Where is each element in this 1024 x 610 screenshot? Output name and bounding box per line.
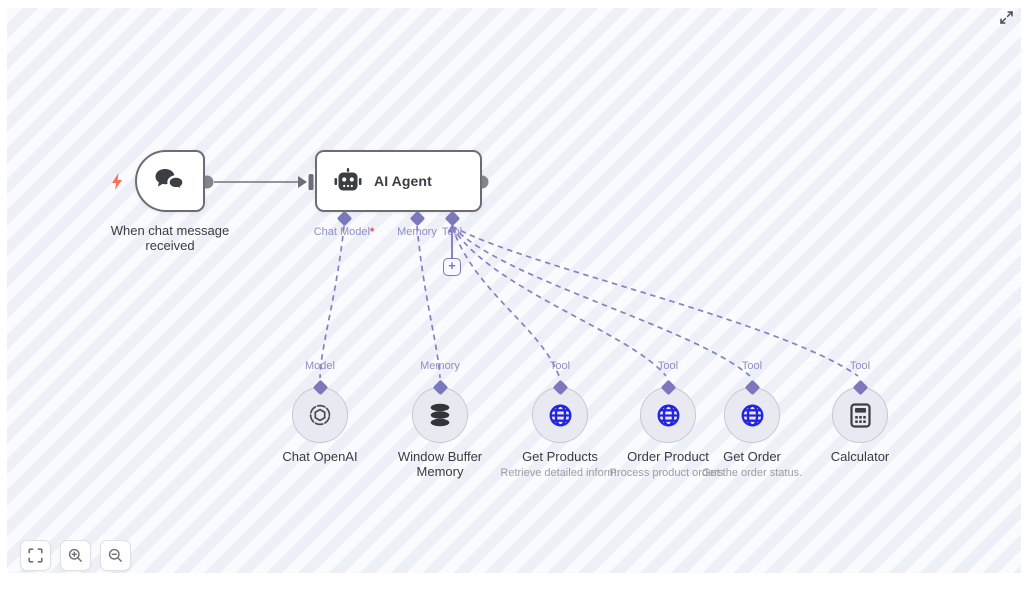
expand-icon (999, 10, 1014, 25)
connection-tool-to-orderproduct (451, 225, 667, 377)
order-product-subtitle: Process product orders. (609, 467, 727, 479)
canvas-zoom-toolbar (20, 540, 131, 571)
tool-port-label: Tool (441, 226, 463, 238)
zoom-in-icon (68, 548, 83, 563)
connection-memory-to-windowbuffer (416, 225, 441, 379)
node-window-buffer-memory: Memory Window Buffer Memory (380, 360, 500, 479)
globe-icon (739, 402, 766, 429)
robot-icon (333, 167, 363, 195)
fit-view-button[interactable] (20, 540, 51, 571)
node-order-product: Tool Order Product Process product order… (608, 360, 728, 479)
order-product-title: Order Product (627, 449, 709, 464)
zoom-in-button[interactable] (60, 540, 91, 571)
add-tool-button[interactable]: + (443, 258, 461, 276)
connection-arrowhead-icon (298, 176, 307, 188)
trigger-node-label: When chat message received (110, 223, 230, 253)
tool-connector-label: Tool (657, 360, 679, 372)
calculator-node-circle[interactable] (832, 387, 888, 443)
node-get-order: Tool Get Order Get the order status. (692, 360, 812, 479)
node-chat-openai: Model Chat OpenAI (260, 360, 380, 464)
agent-port-tool: Tool (412, 210, 492, 238)
connection-tool-to-calculator (451, 225, 859, 377)
database-icon (428, 402, 452, 428)
tool-connector-handle[interactable] (444, 210, 460, 226)
get-products-title: Get Products (522, 449, 598, 464)
window-buffer-memory-node-circle[interactable] (412, 387, 468, 443)
expand-canvas-button[interactable] (993, 4, 1019, 30)
globe-icon (547, 402, 574, 429)
window-buffer-memory-title: Window Buffer Memory (397, 449, 483, 479)
node-ai-agent[interactable]: AI Agent (315, 150, 482, 212)
memory-port-label: Memory (397, 226, 437, 238)
get-order-title: Get Order (723, 449, 781, 464)
openai-icon (307, 402, 333, 428)
chat-model-connector-handle[interactable] (336, 210, 352, 226)
chat-openai-node-circle[interactable] (292, 387, 348, 443)
get-products-node-circle[interactable] (532, 387, 588, 443)
connection-tool-to-getorder (451, 225, 751, 377)
node-chat-trigger[interactable] (135, 150, 205, 212)
chat-openai-title: Chat OpenAI (282, 449, 358, 464)
chat-bubbles-icon (153, 167, 187, 195)
agent-node-title: AI Agent (374, 173, 432, 189)
trigger-bolt-icon (109, 172, 125, 191)
calculator-title: Calculator (830, 449, 890, 464)
tool-connector-label: Tool (549, 360, 571, 372)
node-get-products: Tool Get Products Retrieve detailed info… (500, 360, 620, 479)
agent-port-memory: Memory (377, 210, 457, 238)
get-order-node-circle[interactable] (724, 387, 780, 443)
chat-model-port-label: Chat Model* (313, 226, 375, 238)
required-asterisk: * (369, 226, 375, 238)
calculator-icon (848, 402, 873, 429)
globe-icon (655, 402, 682, 429)
node-calculator: Tool Calculator (800, 360, 920, 464)
connection-tool-to-getproducts (451, 225, 560, 377)
model-connector-label: Model (305, 360, 335, 372)
order-product-node-circle[interactable] (640, 387, 696, 443)
get-order-subtitle: Get the order status. (701, 467, 803, 479)
get-products-subtitle: Retrieve detailed inform. (500, 467, 620, 479)
connection-chatmodel-to-chatopenai (319, 225, 345, 379)
agent-port-chat-model: Chat Model* (304, 210, 384, 238)
agent-input-port[interactable] (308, 174, 314, 190)
memory-connector-label: Memory (420, 360, 460, 372)
tool-connector-label: Tool (741, 360, 763, 372)
zoom-out-button[interactable] (100, 540, 131, 571)
zoom-out-icon (108, 548, 123, 563)
fit-view-icon (28, 548, 43, 563)
tool-connector-label: Tool (849, 360, 871, 372)
